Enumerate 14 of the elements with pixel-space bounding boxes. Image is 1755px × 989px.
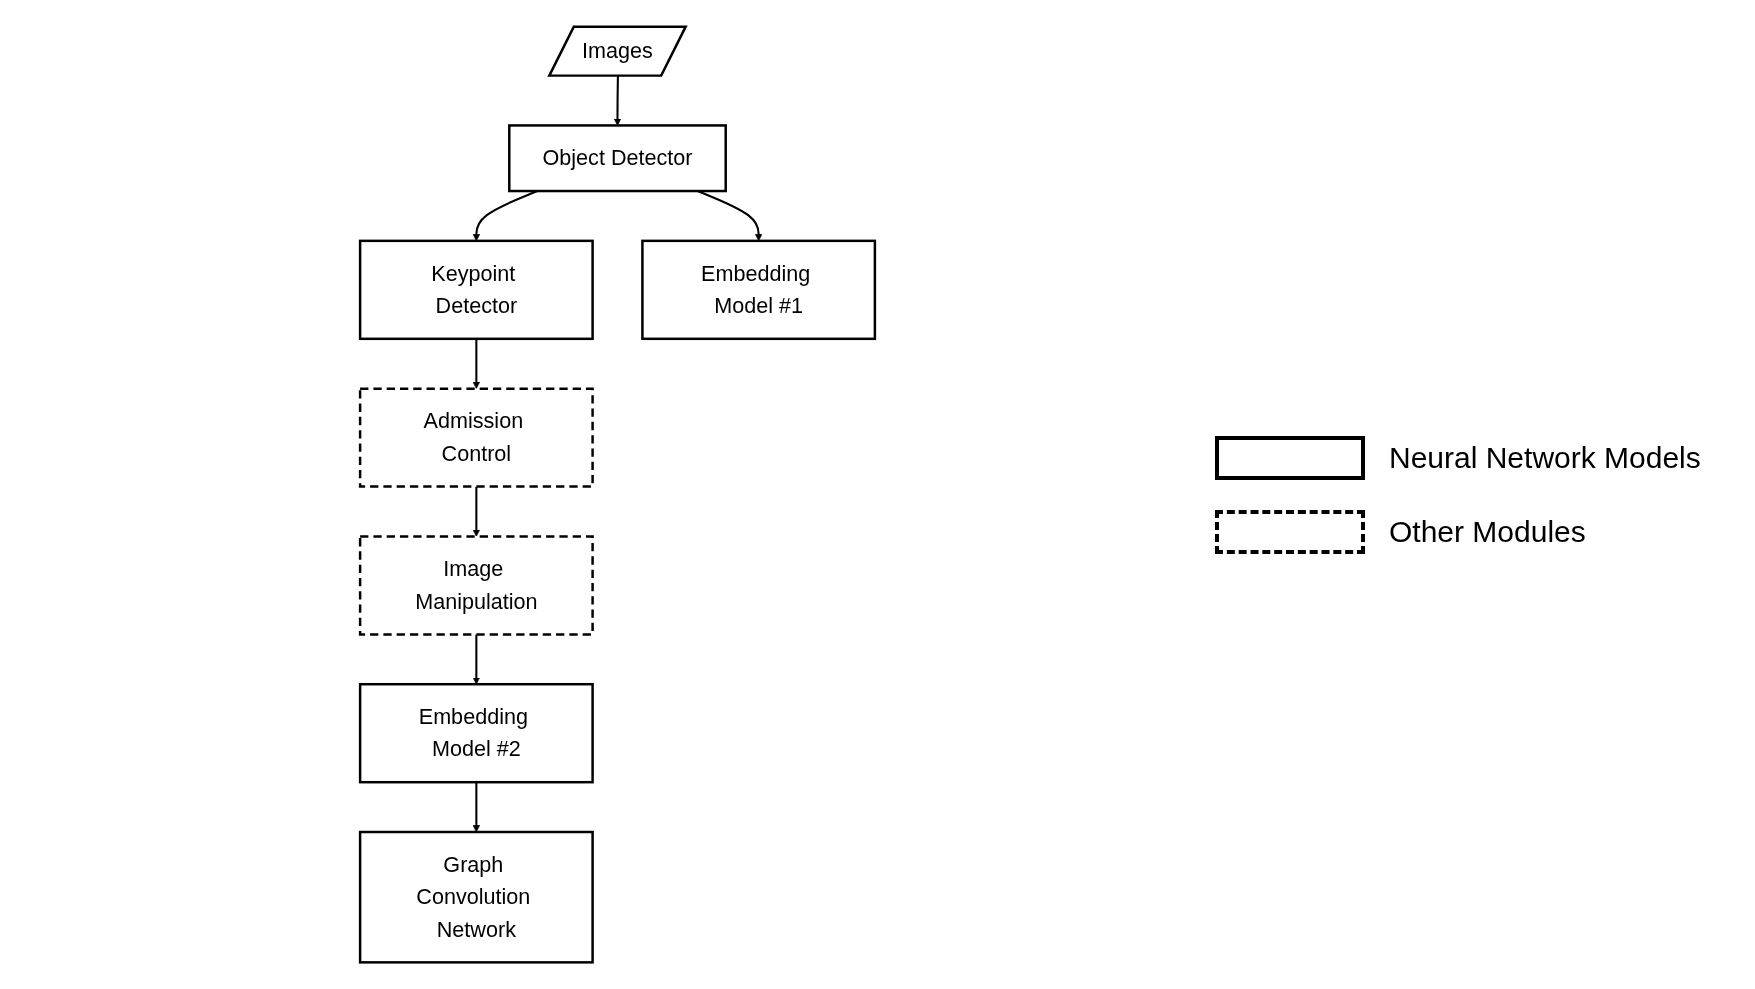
legend-text: Neural Network Models [1389,440,1701,475]
node-box: Graph Convolution Network [358,830,594,964]
arrow [472,634,480,685]
node-box: Admission Control [358,387,594,488]
arrow [472,338,480,389]
node-box: Object Detector [508,124,727,193]
legend-text: Other Modules [1389,514,1586,549]
node-box: Image Manipulation [358,535,594,636]
arrow [613,76,622,126]
node-box: Keypoint Detector [358,239,594,341]
arrow [472,486,480,537]
node-box: Embedding Model #1 [641,239,877,341]
arrow [472,782,480,833]
node-box: Embedding Model #2 [358,682,594,784]
